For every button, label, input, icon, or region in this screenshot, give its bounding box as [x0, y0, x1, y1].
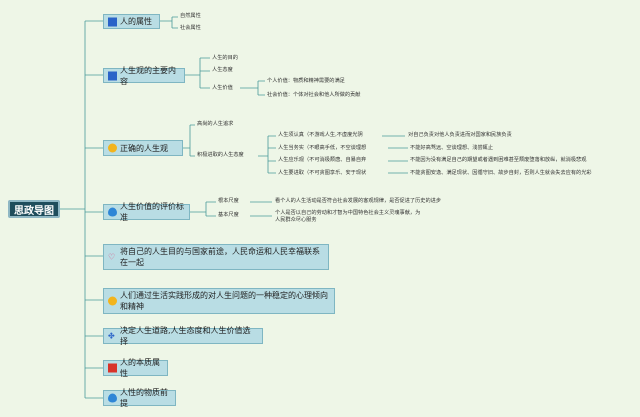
leaf-social: 社会属性: [180, 25, 201, 31]
branch-label: 人性的物质前提: [120, 388, 168, 408]
leaf-enterprising: 人生要进取（不可贪图享乐、安于现状: [278, 170, 367, 176]
branch-label: 人们通过生活实践形成的对人生问题的一种稳定的心理倾向和精神: [120, 291, 328, 311]
branch-label: 人的属性: [120, 17, 152, 26]
leaf-optimistic-detail: 不能因为没有满足自己的期望或者遇到困难甚至颓废堕落和放纵，就消极悲观: [410, 157, 587, 163]
sun-icon: [108, 143, 117, 153]
leaf-value: 人生价值: [212, 85, 233, 91]
branch-determine-path[interactable]: ✤ 决定人生道路,人生态度和人生价值选择: [103, 326, 263, 346]
leaf-social-value: 社会价值：个体对社会和他人所做的贡献: [267, 92, 361, 98]
leaf-positive: 积极进取的人生态度: [197, 152, 244, 158]
leaf-enterprising-detail: 不能贪图安逸、满足现状、因循守旧、故步自封，否则人生就会失去应有的光彩: [410, 170, 592, 176]
branch-label: 决定人生道路,人生态度和人生价值选择: [120, 326, 251, 346]
branch-label: 正确的人生观: [120, 143, 168, 153]
leaf-purpose: 人生的目的: [212, 55, 238, 61]
leaf-pragmatic-detail: 不能好高骛远、空谈理想、浅尝辄止: [410, 145, 494, 151]
red-flag-icon: [108, 363, 117, 373]
sun-icon: [108, 296, 117, 306]
leaf-basic-measure: 基本尺度: [218, 212, 239, 218]
handshake-icon: ✤: [108, 331, 115, 341]
leaf-natural: 自然属性: [180, 13, 201, 19]
branch-essential-attribute[interactable]: 人的本质属性: [103, 358, 168, 378]
root-label: 思政导图: [14, 205, 54, 217]
leaf-root-measure: 根本尺度: [218, 198, 239, 204]
leaf-personal-value: 个人价值：物质和精神需要的满足: [267, 78, 345, 84]
blue-drop-icon: [108, 207, 117, 217]
branch-material-premise[interactable]: 人性的物质前提: [103, 388, 176, 408]
leaf-lofty: 高尚的人生追求: [197, 121, 234, 127]
blue-drop-icon: [108, 393, 117, 403]
leaf-optimistic: 人生应乐观（不可消极颓唐、自暴自弃: [278, 157, 367, 163]
leaf-serious: 人生须认真（不游戏人生,不虚度光阴: [278, 132, 363, 138]
branch-mental-tendency[interactable]: 人们通过生活实践形成的对人生问题的一种稳定的心理倾向和精神: [103, 288, 335, 314]
leaf-basic-measure-detail: 个人是否以自己的劳动和才智为中国特色社会主义灵魂事献，为人民群众尽心服务: [275, 210, 421, 223]
leaf-serious-detail: 对自己负责对他人负责进而对国家和民族负责: [408, 132, 512, 138]
leaf-attitude: 人生态度: [212, 67, 233, 73]
heart-icon: ♡: [108, 252, 116, 262]
leaf-root-measure-detail: 看个人的人生活动是否符合社会发展的客观规律，是否促进了历史的进步: [275, 198, 442, 204]
blue-flag-icon: [108, 71, 117, 80]
branch-label: 将自己的人生目的与国家前途，人民命运和人民幸福联系在一起: [120, 247, 320, 267]
root-node[interactable]: 思政导图: [8, 200, 60, 218]
branch-human-attributes[interactable]: 人的属性: [103, 14, 160, 29]
leaf-pragmatic: 人生当务实（不眼高手低，不空谈理想: [278, 145, 367, 151]
branch-label: 人生观的主要内容: [120, 65, 176, 86]
branch-correct-life-view[interactable]: 正确的人生观: [103, 140, 183, 156]
branch-value-criteria[interactable]: 人生价值的评价标准: [103, 202, 190, 222]
branch-life-view-content[interactable]: 人生观的主要内容: [103, 66, 185, 86]
branch-purpose-link[interactable]: ♡ 将自己的人生目的与国家前途，人民命运和人民幸福联系在一起: [103, 244, 329, 270]
branch-label: 人生价值的评价标准: [120, 202, 184, 222]
branch-label: 人的本质属性: [120, 358, 160, 378]
blue-flag-icon: [108, 17, 117, 26]
